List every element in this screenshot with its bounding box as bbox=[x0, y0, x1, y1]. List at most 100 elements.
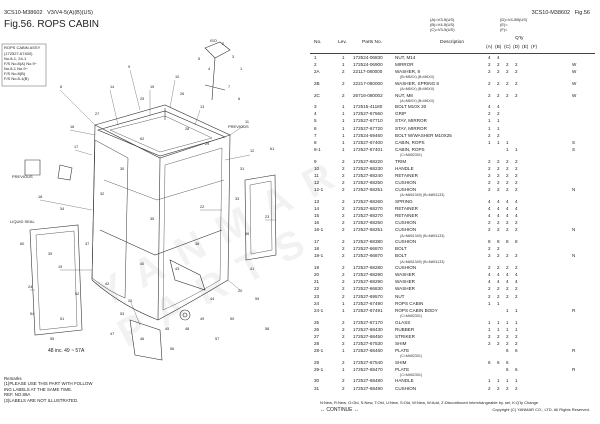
description: CABIN, ROPS bbox=[395, 147, 425, 153]
level: 2 bbox=[342, 69, 345, 75]
level: 1 bbox=[342, 307, 345, 313]
assy-part-label: F/S No.8-1(B) bbox=[4, 76, 29, 81]
qty-cell: 4 bbox=[515, 206, 518, 212]
level: 2 bbox=[342, 198, 345, 204]
qty-cell: 2 bbox=[515, 265, 518, 271]
qty-cell: 2 bbox=[497, 62, 500, 68]
qty-cell: 2 bbox=[488, 180, 491, 186]
serial-note: (C=M#52301) bbox=[310, 314, 595, 319]
qty-cell: 1 bbox=[488, 139, 491, 145]
qty-cell: 2 bbox=[506, 69, 509, 75]
qty-cell: 1 bbox=[488, 378, 491, 384]
col-e: (E) bbox=[522, 45, 529, 50]
callout-number: 56 bbox=[170, 347, 174, 351]
callout-number: 37 bbox=[85, 242, 89, 246]
part-number: 172527-67540 bbox=[353, 359, 383, 365]
part-number: 172527-68260 bbox=[353, 198, 383, 204]
callout-number: 60 bbox=[20, 242, 24, 246]
part-number: 172527-67170 bbox=[353, 319, 383, 325]
callout-number: 32 bbox=[100, 192, 104, 196]
callout-number: 43 bbox=[175, 267, 179, 271]
header-left: 3CS10-M38602 V3/V4-5(A)(B)(US) bbox=[4, 10, 93, 16]
ref-no: 29 bbox=[314, 359, 320, 365]
description: ROPS CABIN bbox=[395, 300, 424, 306]
serial-note-text: (A=M6XX) (B=M6XX) bbox=[400, 98, 435, 103]
qty-cell: 1 bbox=[506, 307, 509, 313]
qty-cell: 4 bbox=[506, 272, 509, 278]
callout-number: 31 bbox=[240, 167, 244, 171]
serial-note-text: (A=M#51349) (B=M#51133) bbox=[400, 233, 445, 238]
qty-cell: 2 bbox=[506, 165, 509, 171]
level: 2 bbox=[342, 385, 345, 391]
callout-number: 48 bbox=[185, 327, 189, 331]
description: BOLT M10X 20 bbox=[395, 104, 427, 110]
level: 2 bbox=[342, 206, 345, 212]
callout-number: 39 bbox=[48, 252, 52, 256]
callout-number: 4 bbox=[208, 67, 210, 71]
callout-number: 61 bbox=[270, 147, 274, 151]
ref-no: 8 bbox=[314, 139, 317, 145]
part-number: 172527-67530 bbox=[353, 340, 383, 346]
part-number: 172527-67490 bbox=[353, 300, 383, 306]
level: 1 bbox=[342, 132, 345, 138]
qty-cell: 2 bbox=[515, 180, 518, 186]
serial-note: (C=M#52301) bbox=[310, 354, 595, 359]
part-number: 172527-66830 bbox=[353, 286, 383, 292]
qty-cell: 2 bbox=[488, 172, 491, 178]
part-number: 172527-68220 bbox=[353, 158, 383, 164]
level: 2 bbox=[342, 293, 345, 299]
qty-cell: 1 bbox=[488, 319, 491, 325]
part-number: 172524-06830 bbox=[353, 55, 383, 60]
continue-link[interactable]: ↔ CONTINUE ↔ bbox=[320, 407, 359, 413]
qty-cell: 4 bbox=[497, 206, 500, 212]
right-code: 3CS10-M38602 bbox=[531, 10, 571, 16]
side-glass bbox=[29, 224, 83, 336]
description: RUBBER bbox=[395, 326, 415, 332]
liquid-seal-label: LIQUID SEAL bbox=[10, 219, 35, 224]
callout-number: 6 bbox=[238, 97, 240, 101]
description: HANDLE bbox=[395, 378, 414, 384]
serial-note: (A=M6XX) (B=M6XX) bbox=[310, 87, 595, 92]
